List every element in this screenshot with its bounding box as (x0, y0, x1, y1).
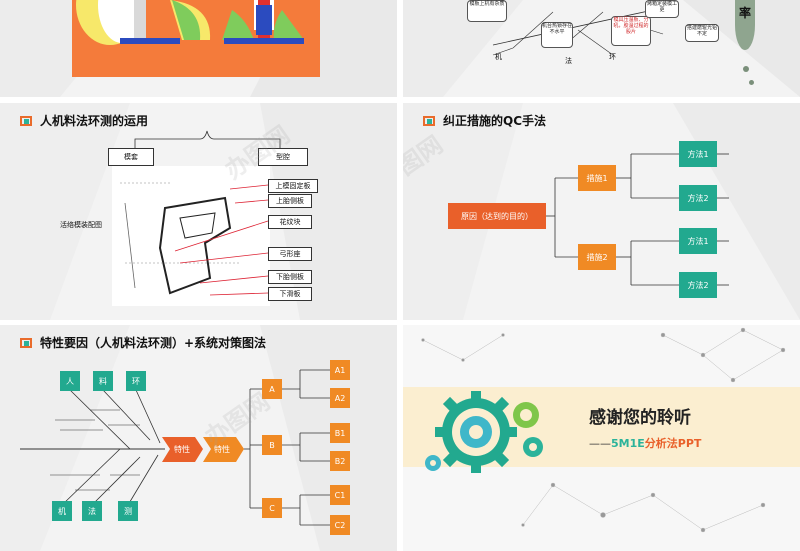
slide-title: 特性要因（人机料法环测）+系统对策图法 (40, 336, 267, 350)
category-box: 环 (126, 371, 146, 391)
branch-box: B (262, 435, 282, 455)
slide-thumbnail-top-right[interactable]: 模板上机有杂质 机台热锁存在不水平 模具压温板、分吼，胶温过程的股片 烤箱定装模… (403, 0, 800, 97)
leaf-box: A2 (330, 388, 350, 408)
tree-connectors (546, 153, 729, 286)
leaf-box: C1 (330, 485, 350, 505)
category-box: 测 (118, 501, 138, 521)
part-label: 下滑板 (268, 287, 312, 301)
head-label: 特性 (214, 445, 230, 454)
slide-thumbnail-bottom-right[interactable]: 感谢您的聆听 ——5M1E分析法PPT (403, 325, 800, 551)
leaf-box: B1 (330, 423, 350, 443)
subtitle-code: 5M1E (611, 437, 645, 450)
title-bullet-icon (423, 115, 435, 126)
subtitle-dash: —— (589, 437, 611, 450)
category-box: 料 (93, 371, 113, 391)
thanks-title: 感谢您的聆听 (589, 408, 691, 428)
part-label: 花纹块 (268, 215, 312, 229)
method-box: 方法2 (679, 185, 717, 211)
part-label: 上模固定板 (268, 179, 318, 193)
leaf-box: A1 (330, 360, 350, 380)
title-bullet-icon (20, 115, 32, 126)
method-box: 方法2 (679, 272, 717, 298)
measure-box: 措施1 (578, 165, 616, 191)
mold-cross-section-image (76, 0, 304, 45)
category-box: 机 (52, 501, 72, 521)
part-label: 弓形座 (268, 247, 312, 261)
category-box: 人 (60, 371, 80, 391)
dot-decoration (743, 66, 749, 72)
gears-icon (425, 391, 543, 473)
head-label: 特性 (174, 445, 190, 454)
part-label: 上胎侧板 (268, 194, 312, 208)
assembly-drawing-label: 活络模装配图 (60, 221, 102, 229)
network-dots-background (421, 327, 786, 533)
note-box: 烤箱定装模工更 (645, 0, 679, 18)
leaf-box: B2 (330, 451, 350, 471)
category-label-machine: 机 (495, 53, 502, 61)
diagram-lines (112, 130, 281, 306)
category-box: 法 (82, 501, 102, 521)
method-box: 方法1 (679, 228, 717, 254)
measure-box: 措施2 (578, 244, 616, 270)
leaf-box: C2 (330, 515, 350, 535)
note-box: 模具压温板、分吼，胶温过程的股片 (611, 16, 651, 46)
subtitle: ——5M1E分析法PPT (589, 435, 701, 451)
leaf-decoration (735, 0, 755, 50)
slide-thumbnail-middle-left[interactable]: 人机料法环测的运用 模套 型腔 活络模装配图 上模固定板 上胎侧板 花纹块 弓形… (0, 103, 397, 320)
note-box: 模板上机有杂质 (467, 0, 507, 22)
side-char: 率 (739, 6, 752, 20)
branch-box: C (262, 498, 282, 518)
label-box-cavity: 型腔 (258, 148, 308, 166)
category-label-method: 法 (565, 57, 572, 65)
fishbone-and-tree-lines (20, 369, 330, 526)
method-box: 方法1 (679, 141, 717, 167)
slide-thumbnail-bottom-left[interactable]: 特性要因（人机料法环测）+系统对策图法 人 (0, 325, 397, 551)
category-label-environment: 环 (609, 53, 616, 61)
slide-thumbnail-middle-right[interactable]: 纠正措施的QC手法 原因（达到的目的） 措施1 措施2 方法1 方法2 方法1 … (403, 103, 800, 320)
note-box: 搭建磨辊光铝不定 (685, 24, 719, 42)
label-box-mold-sleeve: 模套 (108, 148, 154, 166)
slide-header: 特性要因（人机料法环测）+系统对策图法 (20, 334, 266, 351)
branch-box: A (262, 379, 282, 399)
slide-title: 纠正措施的QC手法 (443, 114, 547, 128)
mold-illustration (72, 0, 320, 77)
cause-box: 原因（达到的目的） (448, 203, 546, 229)
dot-decoration (749, 80, 754, 85)
slide-header: 人机料法环测的运用 (20, 112, 148, 129)
subtitle-rest: 分析法PPT (644, 437, 702, 450)
slide-thumbnail-top-left[interactable] (0, 0, 397, 97)
title-bullet-icon (20, 337, 32, 348)
note-box: 机台热锁存在不水平 (541, 22, 573, 48)
part-label: 下胎侧板 (268, 270, 312, 284)
slide-title: 人机料法环测的运用 (40, 114, 149, 128)
slide-header: 纠正措施的QC手法 (423, 112, 546, 129)
